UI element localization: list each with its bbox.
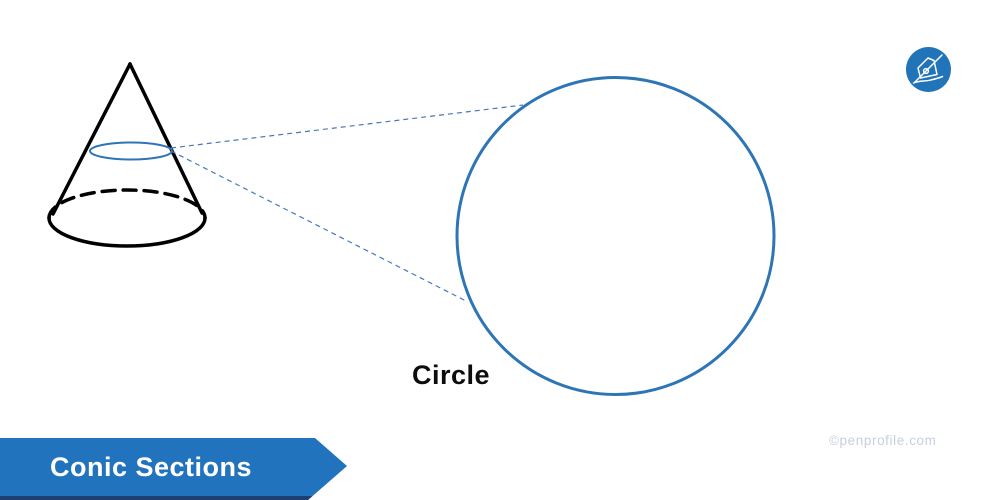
circle-shape (455, 76, 776, 396)
section-label-circle: Circle (412, 360, 491, 390)
pen-writing-icon (906, 47, 951, 92)
projection-lines (170, 104, 524, 303)
title-banner-shape (0, 438, 347, 500)
banner-bottom-shadow (0, 496, 313, 500)
cone-cross-section-ellipse (89, 141, 173, 161)
projection-line-bottom (170, 150, 469, 303)
watermark-text: ©penprofile.com (829, 433, 937, 448)
logo-pen-glyph (912, 54, 944, 84)
cone-base-back-dashed (47, 188, 207, 220)
cone-left-side (51, 62, 132, 216)
cone-right-side (128, 62, 204, 215)
banner-arrow (0, 438, 347, 500)
cone-figure (47, 62, 207, 248)
cone-base-front (47, 216, 207, 248)
projection-line-top (170, 104, 524, 149)
banner-title: Conic Sections (50, 452, 253, 482)
